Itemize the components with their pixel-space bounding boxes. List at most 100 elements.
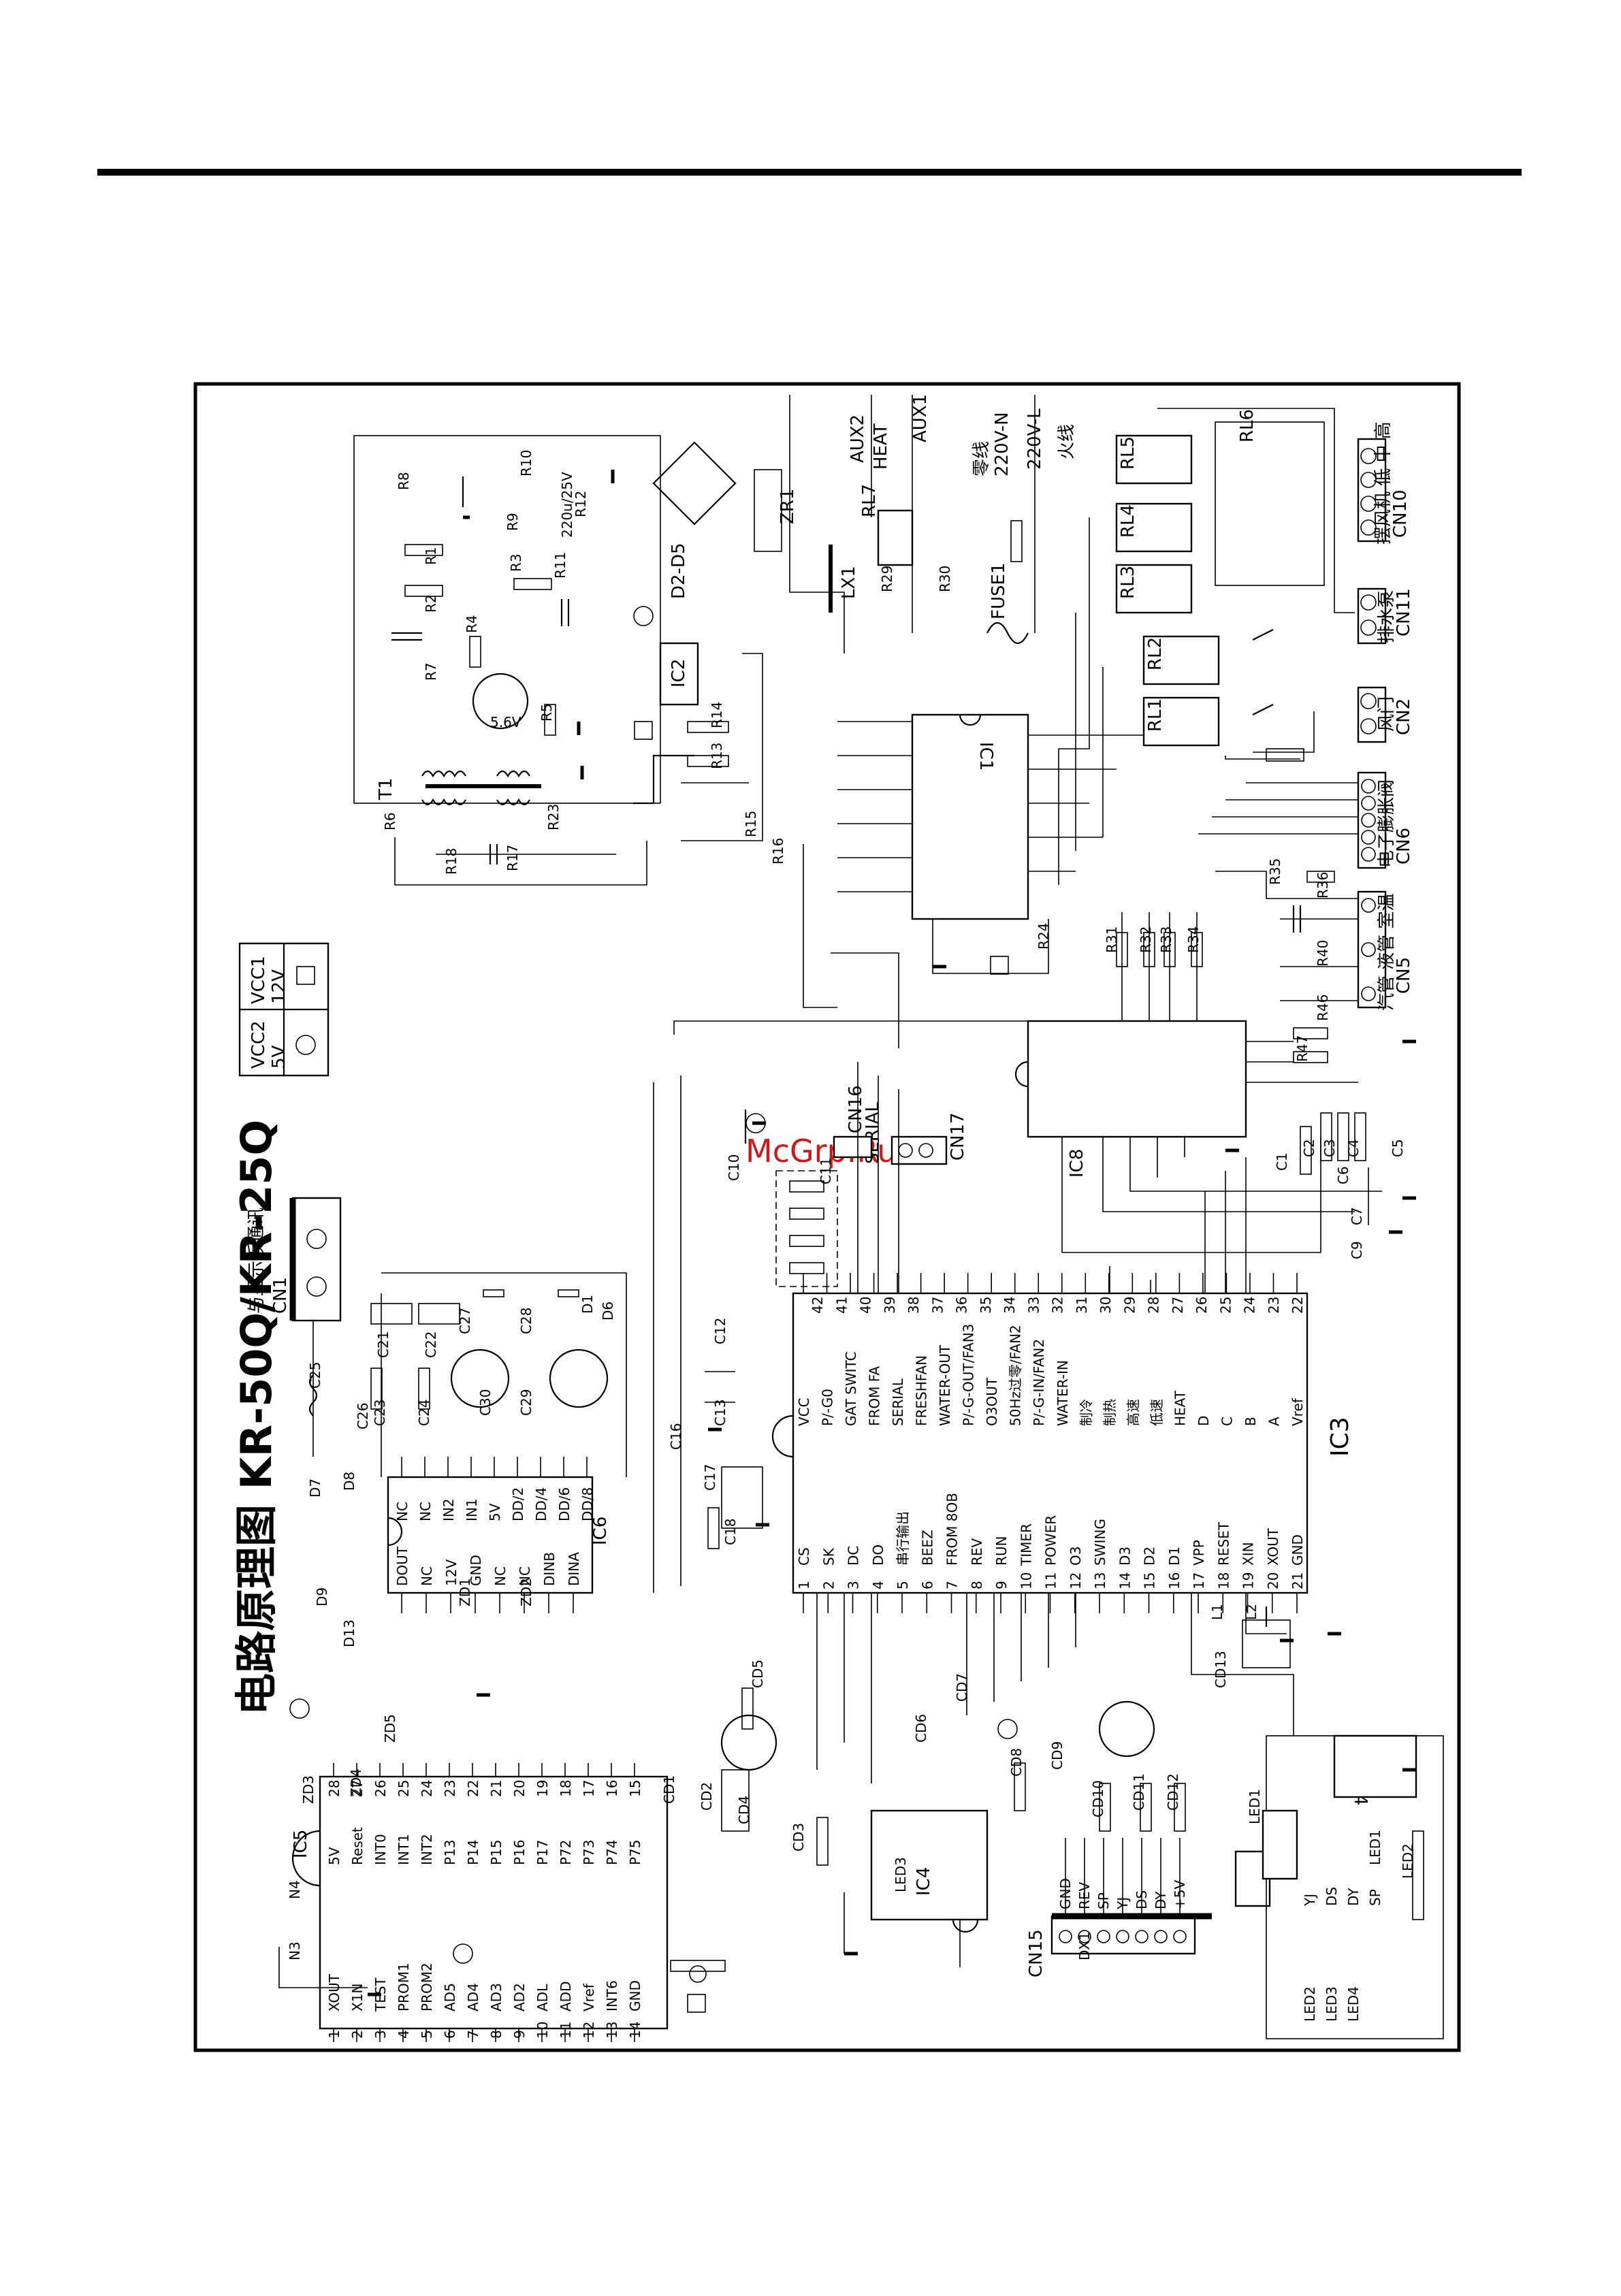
ic3-top-pin: 26	[1193, 1297, 1210, 1314]
ic3-top-pin: 32	[1050, 1297, 1066, 1314]
serial-area: SERIAL CN17 CN16	[744, 1085, 968, 1287]
relay-rl1	[1142, 696, 1220, 747]
component-ref: L2	[1243, 1604, 1259, 1620]
cn15-pin-icon	[1097, 1930, 1110, 1943]
cn15-pin-icon	[1116, 1930, 1129, 1943]
component-ref: CD10	[1090, 1780, 1106, 1817]
varistor-zr1	[754, 469, 782, 552]
component-ref: C30	[477, 1389, 494, 1416]
ic3-bottom-pin: 13	[1092, 1572, 1108, 1589]
ic3-top-pin: 40	[858, 1297, 874, 1314]
zr1-label: ZR1	[777, 489, 798, 524]
ic8-label: IC8	[1067, 1149, 1087, 1178]
transistor-n1-icon	[720, 1714, 777, 1771]
ic5-right-pin: 19	[534, 1780, 551, 1797]
component-ref: C2	[1301, 1139, 1317, 1157]
ic5-left-label: INT6	[604, 1980, 620, 2011]
component-ref: CD11	[1131, 1773, 1147, 1811]
component-ref: R15	[743, 811, 759, 837]
ic6-bottom-label: NC	[492, 1566, 509, 1586]
ic3-top-pin: 25	[1217, 1297, 1234, 1314]
ic5-right-label: P16	[511, 1839, 528, 1865]
ic5-left-label: AD5	[442, 1983, 458, 2011]
ic6-bottom-label: DINA	[566, 1552, 582, 1586]
component-ref: C3	[1321, 1139, 1338, 1157]
relay-rl3	[1115, 564, 1193, 614]
ic5-left-pin: 2	[349, 2030, 366, 2039]
component-ref: CD9	[1049, 1741, 1065, 1770]
ic5-right-label: INT2	[419, 1834, 435, 1865]
ic3-bottom-label: RESET	[1215, 1521, 1232, 1566]
ic5-left-label: AD3	[488, 1983, 504, 2011]
aux1-label: AUX1	[910, 394, 931, 442]
ic6-top-label: DD/6	[556, 1487, 573, 1521]
relay-label-7: RL7	[859, 484, 880, 517]
ic3-top-pin: 27	[1170, 1297, 1186, 1314]
led-label: LED1	[1367, 1830, 1383, 1865]
ic3-top-label: GAT SWITC	[843, 1351, 859, 1426]
component-ref: LED2	[1400, 1843, 1416, 1879]
relay-rl4	[1115, 502, 1193, 553]
ic3-top-label: 低速	[1149, 1399, 1165, 1426]
component-ref: R5	[539, 703, 555, 722]
component-ref: C7	[1349, 1207, 1365, 1225]
component-ref: CD4	[736, 1796, 752, 1824]
component-ref: R11	[552, 552, 568, 579]
ic5-left-pin: 5	[419, 2030, 435, 2039]
ic3-top-pin: 41	[833, 1297, 850, 1314]
ic5-right-label: P74	[604, 1839, 620, 1865]
ic3-bottom-label: SWING	[1092, 1519, 1108, 1566]
vcc1-node-icon	[634, 721, 653, 740]
ic5-right-label: P14	[465, 1839, 481, 1865]
component-ref: R16	[770, 838, 786, 864]
ic3-bottom-label: 串行输出	[895, 1511, 911, 1566]
ic3-bottom-label: D3	[1117, 1547, 1133, 1566]
bridge-rectifier: D2-D5	[652, 441, 737, 599]
ic3-top-label: SERIAL	[890, 1378, 906, 1426]
ic5-left-pin: 1	[326, 2030, 342, 2039]
cn10-block	[1357, 438, 1387, 543]
component-ref: R3	[508, 553, 524, 572]
relay-rl2	[1142, 635, 1220, 685]
ic3-bottom-pin: 15	[1142, 1572, 1158, 1589]
ic3-bottom-pin: 5	[895, 1581, 911, 1589]
fuse-label: FUSE1	[989, 563, 1009, 619]
ic5-right-pin: 22	[465, 1780, 481, 1797]
ic3-bottom-label: CS	[796, 1547, 812, 1566]
cn15-pin-icon	[1135, 1930, 1149, 1943]
ic3-bottom-label: DO	[870, 1545, 886, 1566]
ic5-right-pin: 28	[326, 1780, 342, 1797]
component-ref: ZD1	[457, 1578, 473, 1606]
component-ref: R17	[504, 845, 521, 871]
ic3-bottom-pin: 18	[1215, 1572, 1232, 1589]
ic3-top-label: A	[1266, 1417, 1282, 1426]
ic1-label: IC1	[976, 742, 996, 771]
page-title: 电路原理图 KR-50Q/KR-25Q	[231, 1120, 281, 1715]
vcc2-node-icon	[633, 606, 654, 626]
component-ref: R23	[545, 804, 562, 830]
component-ref: D8	[341, 1472, 357, 1491]
relay-label-4: RL4	[1118, 504, 1138, 538]
component-ref: ZD3	[300, 1775, 317, 1804]
ic3-top-pin: 35	[978, 1297, 994, 1314]
lx1-label: LX1	[839, 566, 859, 599]
ic5-left-pin: 8	[488, 2030, 504, 2039]
component-ref: R34	[1185, 926, 1202, 953]
ic3-bottom-label: VPP	[1191, 1540, 1207, 1566]
component-ref: CD7	[954, 1673, 970, 1702]
ic3-top-label: 50Hz过零/FAN2	[1008, 1325, 1024, 1426]
aux2-label: AUX2	[848, 415, 868, 463]
cn15-pin-icon	[1154, 1930, 1168, 1943]
ic3-bottom-label: GND	[1289, 1534, 1306, 1566]
ic3-bottom-label: DC	[846, 1546, 862, 1566]
ic5-left-label: AD2	[511, 1983, 528, 2011]
led-label: DY	[1345, 1888, 1362, 1906]
ic4-eeprom: IC4	[720, 1687, 1186, 1967]
component-ref: C12	[712, 1318, 728, 1344]
ic5-right-label: 5V	[326, 1847, 342, 1865]
ic5-left-label: XOUT	[326, 1973, 342, 2011]
component-ref: D6	[600, 1301, 616, 1321]
component-ref: R40	[1315, 940, 1331, 967]
